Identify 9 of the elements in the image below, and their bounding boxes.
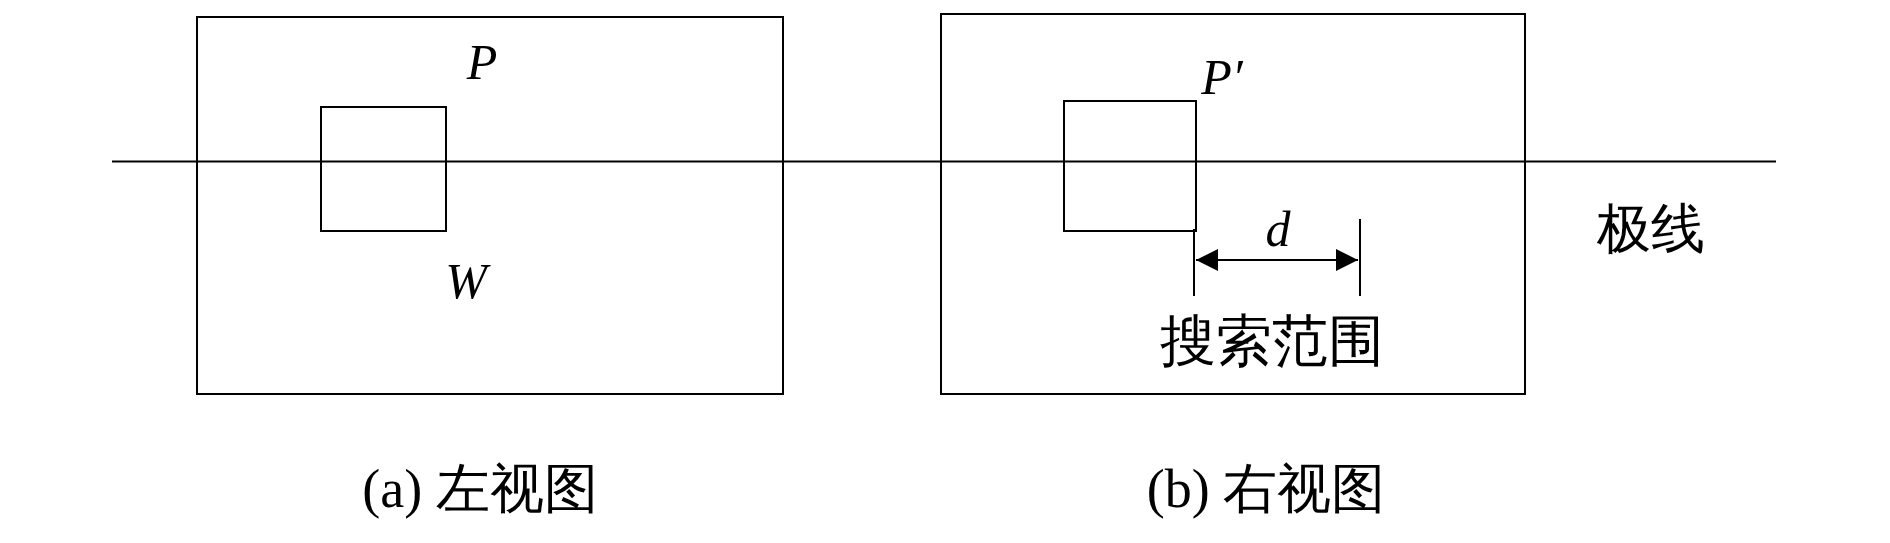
image-frame [940,13,1526,395]
diagram-label: 极线 [1597,202,1705,256]
diagram-label: P [466,37,498,87]
diagram-label: P′ [1201,52,1243,102]
window-box [1063,100,1197,232]
window-box [320,106,447,232]
diagram-label: d [1265,204,1291,254]
image-frame [196,16,784,395]
diagram-label: 搜索范围 [1160,313,1384,369]
